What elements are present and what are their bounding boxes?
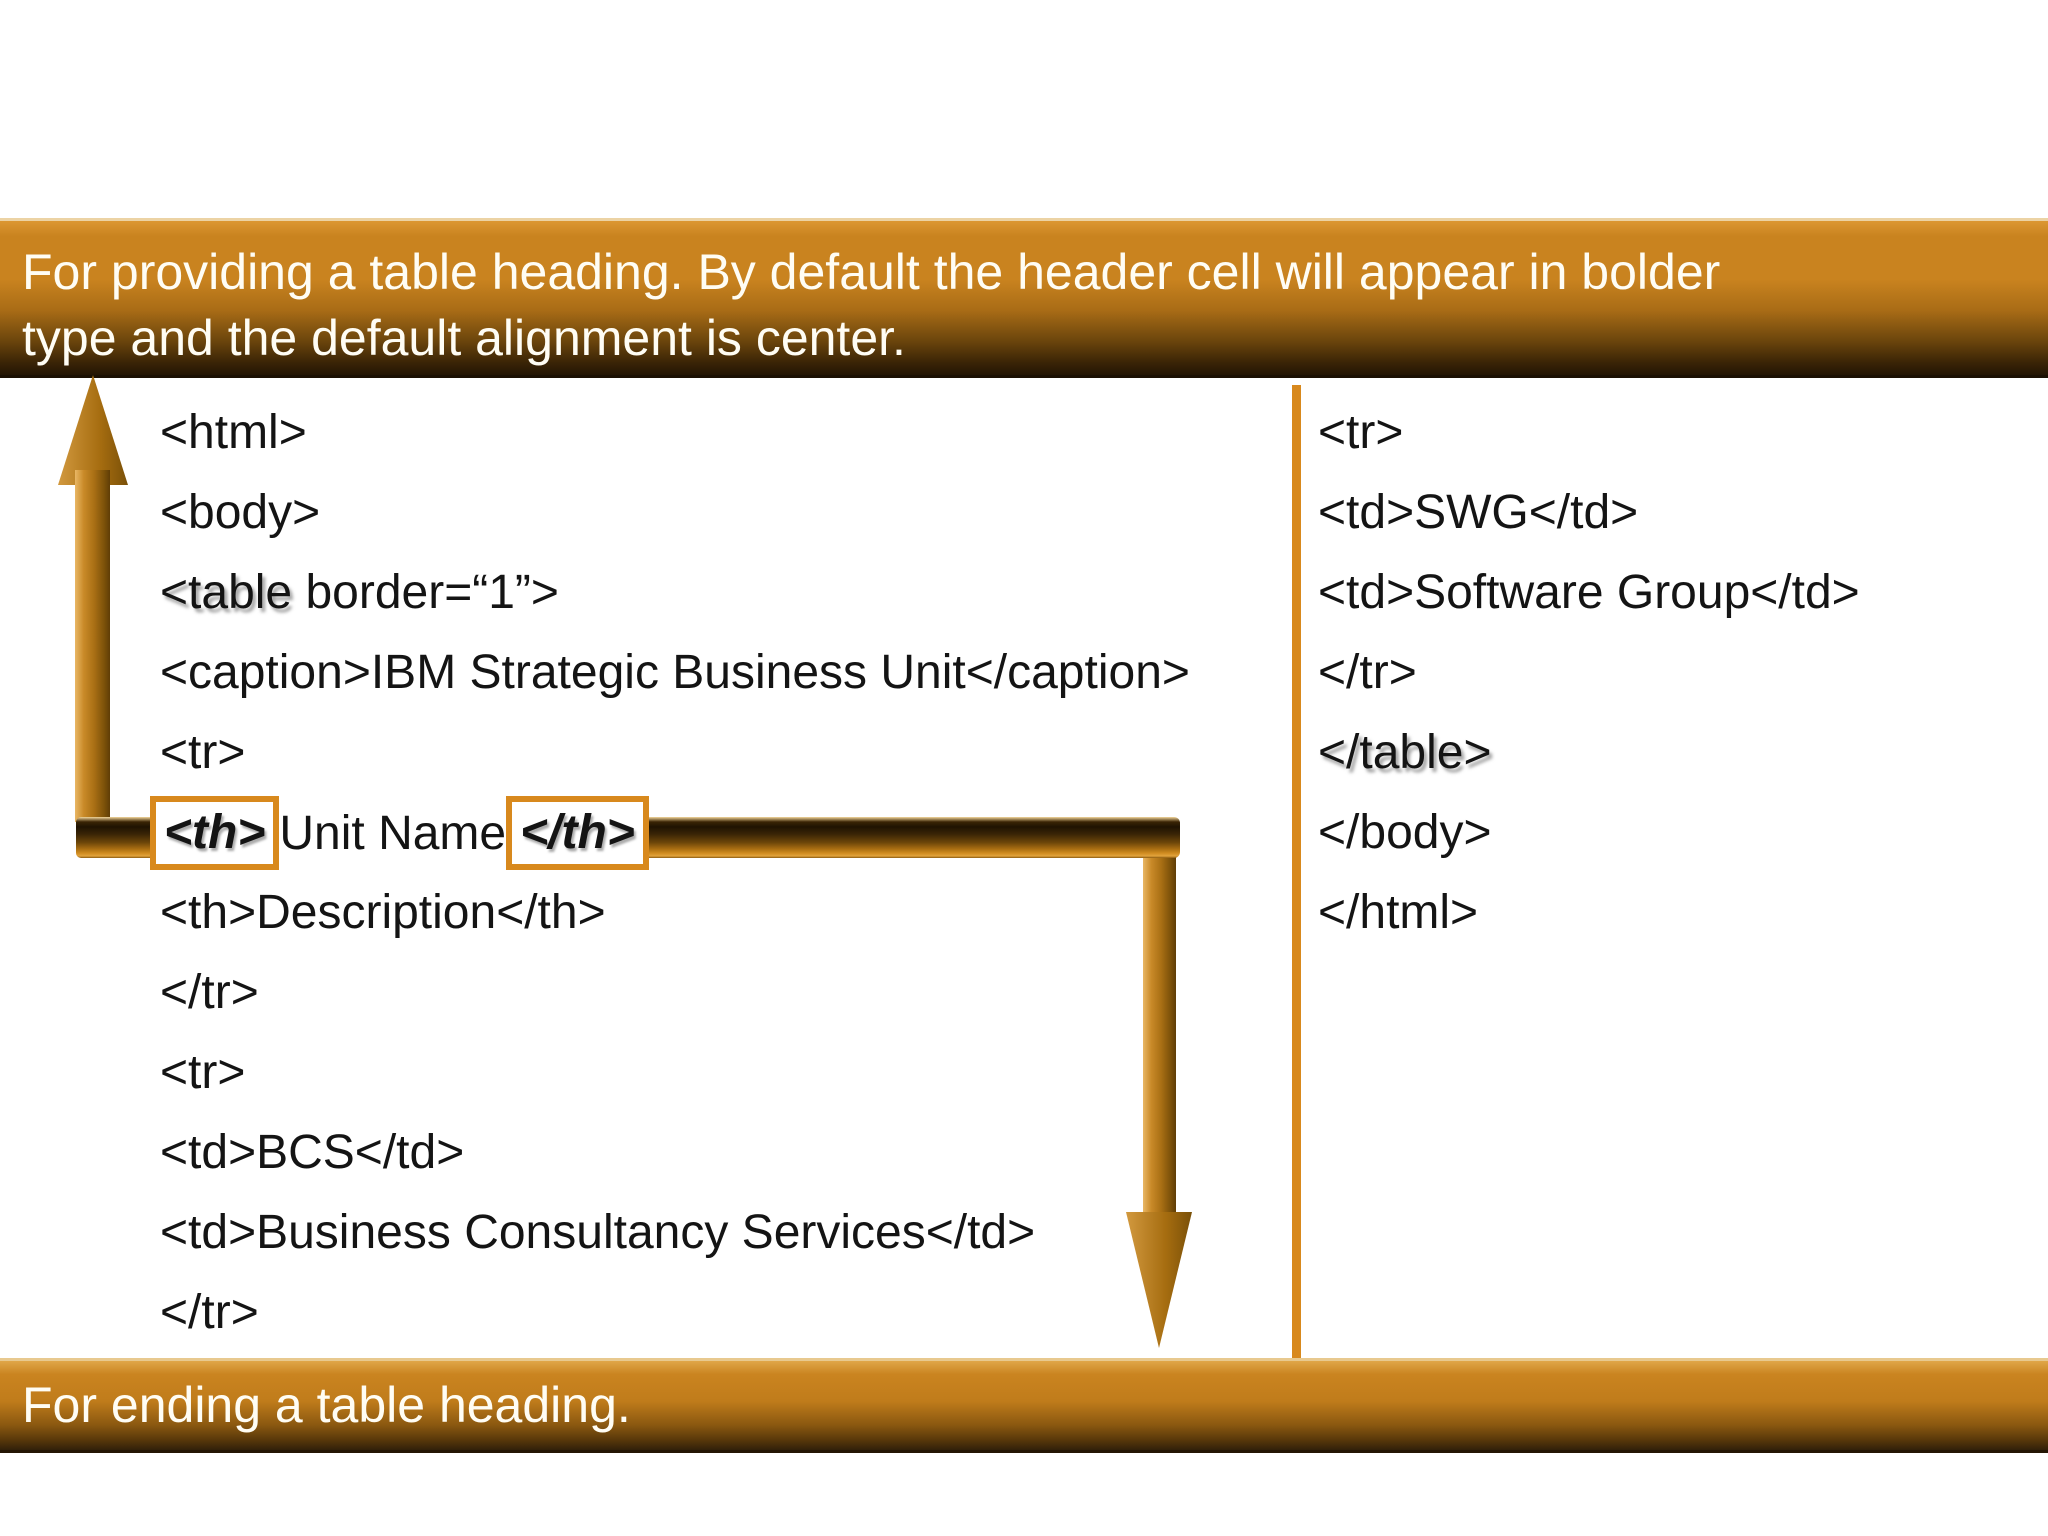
th-cell-content: Unit Name [279, 806, 507, 860]
code-line-table-close: </table> [1318, 726, 1492, 779]
code-line-tr-close-2: </tr> [160, 1286, 259, 1339]
code-line-html-open: <html> [160, 406, 307, 459]
code-line-tr-open-2: <tr> [160, 1046, 246, 1099]
code-line-tr-close-right: </tr> [1318, 646, 1417, 699]
table-open-attr: border=“1”> [292, 566, 559, 619]
arrow-up-head [58, 375, 128, 485]
code-line-table-open: <table border=“1”> [160, 553, 559, 633]
top-banner-text-line2: type and the default alignment is center… [22, 310, 906, 366]
top-banner: For providing a table heading. By defaul… [0, 218, 2048, 378]
table-open-tag: <table [160, 566, 293, 619]
connector-bar-right-segment [620, 817, 1180, 858]
th-close-highlight-box: </th> [506, 796, 649, 870]
code-line-td-swg: <td>SWG</td> [1318, 486, 1639, 539]
code-line-tr-open-right: <tr> [1318, 406, 1404, 459]
code-line-th-description: <th>Description</th> [160, 886, 606, 939]
code-line-tr-open-1: <tr> [160, 726, 246, 779]
top-banner-text-line1: For providing a table heading. By defaul… [22, 244, 1721, 300]
bottom-banner: For ending a table heading. [0, 1358, 2048, 1453]
arrow-up-shaft [75, 470, 110, 822]
code-line-tr-close-1: </tr> [160, 966, 259, 1019]
arrow-down-head [1126, 1212, 1192, 1348]
th-open-highlight-box: <th> [150, 796, 280, 870]
code-line-td-software: <td>Software Group</td> [1318, 566, 1860, 619]
code-line-th-unit-name: <th>Unit Name</th> [150, 791, 649, 875]
code-line-body-open: <body> [160, 486, 321, 539]
code-line-caption: <caption>IBM Strategic Business Unit</ca… [160, 646, 1190, 699]
column-divider [1292, 385, 1301, 1358]
code-line-body-close: </body> [1318, 806, 1492, 859]
code-line-td-bcs: <td>BCS</td> [160, 1126, 465, 1179]
arrow-down-shaft [1143, 830, 1176, 1218]
code-line-html-close: </html> [1318, 886, 1479, 939]
code-line-td-business: <td>Business Consultancy Services</td> [160, 1206, 1036, 1259]
bottom-banner-text: For ending a table heading. [22, 1377, 631, 1433]
